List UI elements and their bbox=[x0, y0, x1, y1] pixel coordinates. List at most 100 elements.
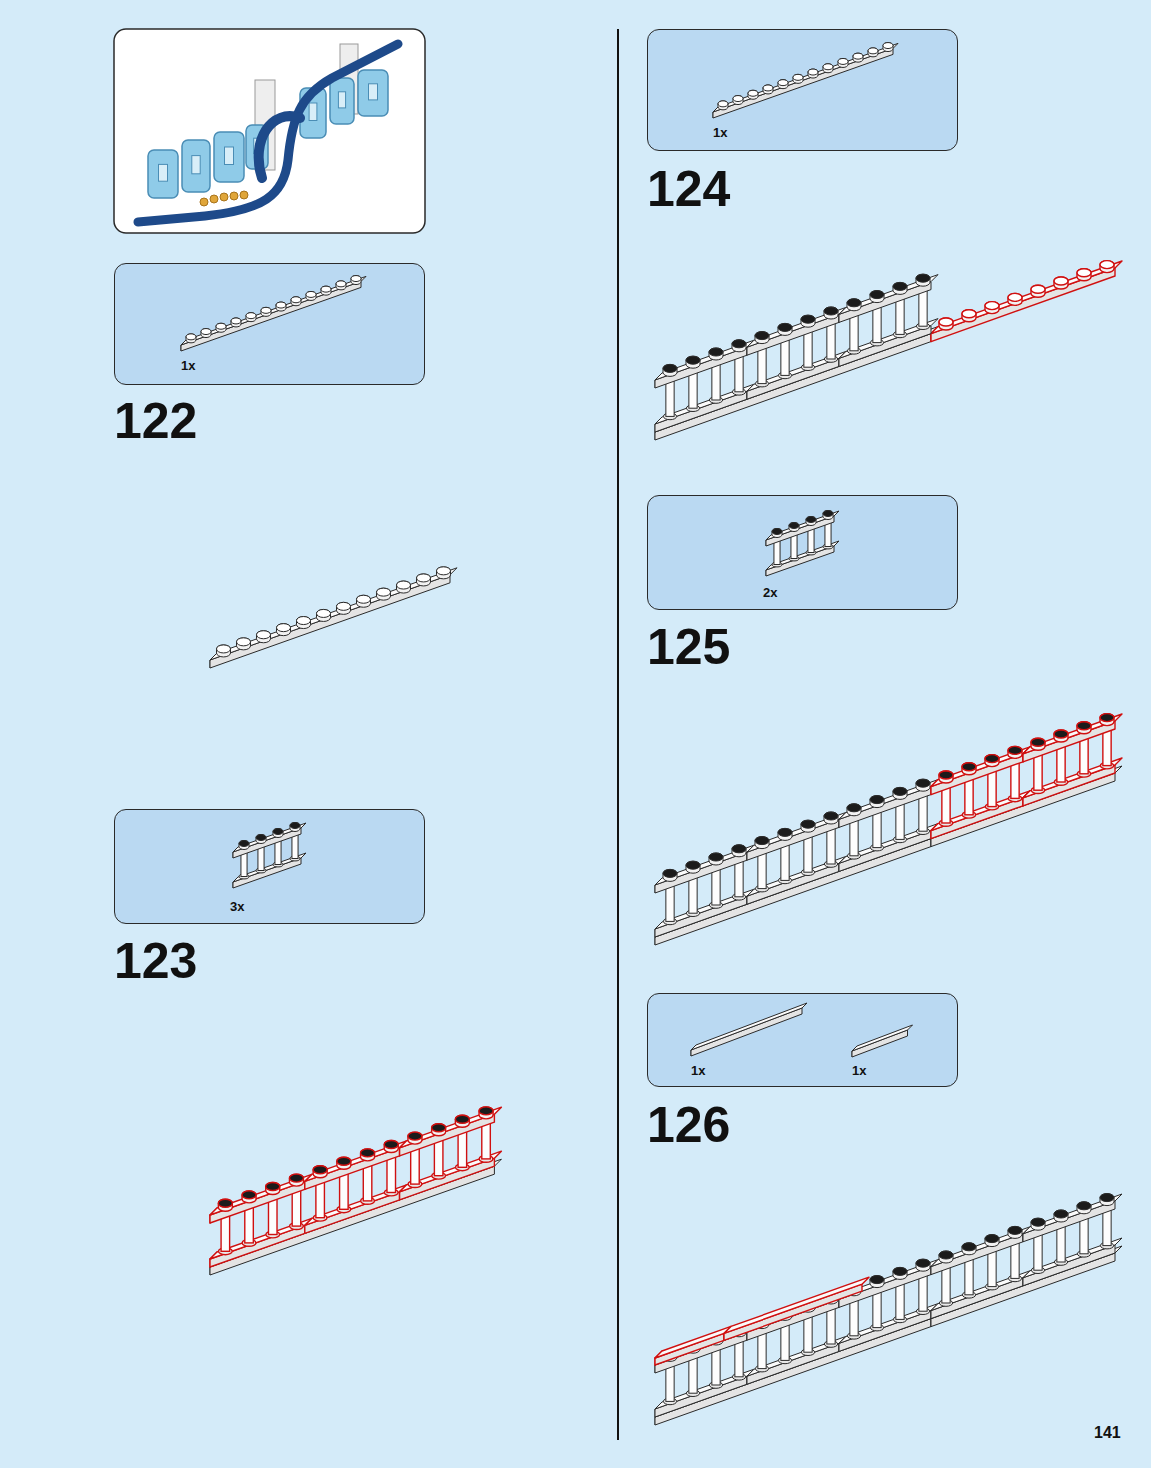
plate-front bbox=[931, 754, 1023, 795]
stud-top bbox=[748, 90, 758, 96]
stud-top bbox=[1100, 261, 1114, 269]
fence-post bbox=[942, 787, 950, 823]
stud-side bbox=[266, 1183, 280, 1195]
stud-top bbox=[801, 315, 815, 323]
gold-detail bbox=[220, 193, 228, 201]
stud-side bbox=[733, 96, 743, 105]
stud-top bbox=[778, 80, 788, 86]
stud-side bbox=[778, 323, 792, 335]
stud-side bbox=[801, 820, 815, 832]
stud-top bbox=[763, 85, 773, 91]
fence-post bbox=[919, 290, 927, 326]
stud-top bbox=[709, 853, 723, 861]
stud-top bbox=[266, 1183, 280, 1191]
fence-post bbox=[791, 535, 797, 559]
fence-post bbox=[758, 348, 766, 384]
stud-top bbox=[361, 1149, 375, 1157]
parts-illustration bbox=[115, 264, 426, 386]
stud-side bbox=[893, 282, 907, 294]
stud-side bbox=[1100, 261, 1114, 273]
plate-top bbox=[1023, 1194, 1122, 1234]
stud-side bbox=[883, 43, 893, 52]
stud-side bbox=[789, 523, 799, 532]
stud-top bbox=[1008, 293, 1022, 301]
fence-post bbox=[827, 323, 835, 359]
fence-post bbox=[316, 1182, 325, 1218]
stud-side bbox=[1031, 738, 1045, 750]
fence-post bbox=[245, 1207, 254, 1243]
sign-swoosh bbox=[138, 44, 398, 222]
stud-top bbox=[1008, 746, 1022, 754]
sign-letter-hole bbox=[192, 156, 200, 174]
stud-side bbox=[663, 364, 677, 376]
stud-side bbox=[732, 340, 746, 352]
fence-post bbox=[873, 307, 881, 343]
step-number: 125 bbox=[647, 622, 730, 672]
step-number: 124 bbox=[647, 164, 730, 214]
stud-side bbox=[916, 1259, 930, 1271]
plate-front bbox=[233, 828, 301, 858]
plate-top bbox=[181, 276, 366, 345]
stud-top bbox=[801, 820, 815, 828]
plate-front bbox=[655, 334, 931, 440]
stud-side bbox=[216, 323, 226, 332]
part-quantity: 1x bbox=[713, 126, 727, 139]
gold-detail bbox=[240, 191, 248, 199]
plate-top bbox=[931, 261, 1122, 334]
fence-post bbox=[827, 1308, 835, 1344]
fence-post bbox=[758, 853, 766, 889]
fence-post bbox=[1057, 1226, 1065, 1262]
stud-side bbox=[231, 318, 241, 327]
stud-side bbox=[479, 1107, 493, 1119]
stud-side bbox=[417, 574, 431, 586]
plate-front bbox=[747, 819, 839, 860]
stud-side bbox=[432, 1124, 446, 1136]
plate-front bbox=[931, 1234, 1023, 1275]
stud-side bbox=[755, 837, 769, 849]
stud-side bbox=[357, 595, 371, 607]
stud-top bbox=[868, 48, 878, 54]
stud-side bbox=[870, 291, 884, 303]
stud-top bbox=[186, 334, 196, 340]
stud-top bbox=[306, 291, 316, 297]
stud-side bbox=[218, 1199, 232, 1211]
fence-post bbox=[434, 1140, 443, 1176]
stud-side bbox=[838, 58, 848, 67]
sign-swoosh bbox=[259, 116, 300, 178]
stud-top bbox=[313, 1166, 327, 1174]
plate-front bbox=[931, 268, 1115, 342]
sign-letter-hole bbox=[159, 164, 168, 181]
plate-top bbox=[931, 1227, 1030, 1267]
plate-front bbox=[691, 1008, 802, 1056]
stud-top bbox=[437, 567, 451, 575]
stud-top bbox=[1031, 738, 1045, 746]
plate-front bbox=[655, 852, 747, 893]
fence-post bbox=[758, 1333, 766, 1369]
fence-post bbox=[340, 1173, 349, 1209]
stud-side bbox=[801, 315, 815, 327]
stud-side bbox=[256, 835, 266, 844]
stud-side bbox=[397, 581, 411, 593]
plate-front bbox=[181, 281, 361, 351]
stud-top bbox=[1031, 1218, 1045, 1226]
stud-top bbox=[686, 356, 700, 364]
fence-post bbox=[781, 844, 789, 880]
stud-top bbox=[985, 1235, 999, 1243]
stud-side bbox=[870, 796, 884, 808]
fence-post bbox=[689, 877, 697, 913]
stud-top bbox=[1077, 1202, 1091, 1210]
plate-top bbox=[655, 1326, 731, 1358]
plate-top bbox=[655, 832, 938, 937]
sign-letter-hole bbox=[309, 103, 317, 121]
page-number: 141 bbox=[1094, 1425, 1121, 1441]
gold-detail bbox=[200, 198, 208, 206]
stud-side bbox=[868, 48, 878, 57]
stud-side bbox=[778, 80, 788, 89]
plate-top bbox=[1023, 714, 1122, 754]
plate-top bbox=[852, 1025, 913, 1051]
fence-post bbox=[221, 1215, 230, 1251]
stud-side bbox=[823, 511, 833, 520]
stud-top bbox=[276, 302, 286, 308]
stud-top bbox=[297, 617, 311, 625]
